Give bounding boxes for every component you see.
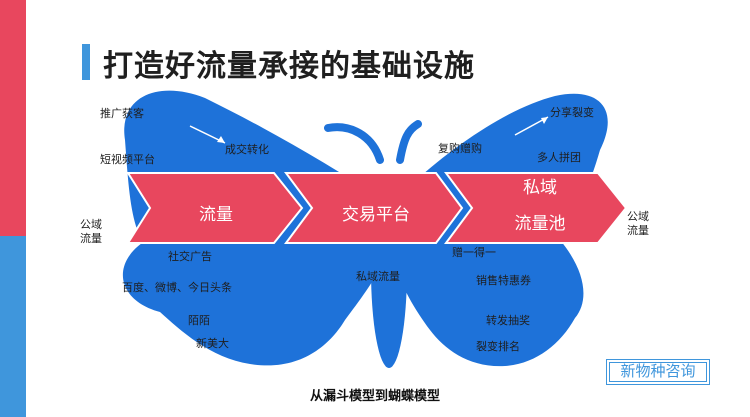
- brand-logo-inner-border: [609, 362, 707, 382]
- stage-label-trading-platform: 交易平台: [342, 205, 410, 225]
- brand-name: 新物种咨询: [620, 362, 696, 380]
- left-item-conversion: 成交转化: [225, 143, 269, 156]
- left-item-baidu-weibo: 百度、微博、今日头条: [122, 281, 232, 294]
- left-item-promotion: 推广获客: [100, 107, 144, 120]
- center-private-traffic-label: 私域流量: [356, 270, 400, 283]
- wing-lower-left: [122, 232, 384, 366]
- flow-arrowhead-left: [217, 136, 225, 143]
- stage-arrow-1: [126, 172, 304, 244]
- antenna-left: [324, 123, 384, 164]
- right-item-coupon: 销售特惠券: [476, 274, 531, 287]
- left-accent-stripe-red: [0, 0, 26, 236]
- right-public-traffic-label: 公域流量: [627, 210, 649, 237]
- stage-label-traffic: 流量: [199, 205, 233, 225]
- right-item-share-lottery: 转发抽奖: [486, 314, 530, 327]
- stage-arrow-3: [444, 172, 628, 244]
- antenna-right: [396, 120, 422, 164]
- left-item-social-ads: 社交广告: [168, 250, 212, 263]
- stage-label-private-pool-line2: 流量池: [514, 214, 566, 234]
- wing-lower-right: [395, 232, 584, 367]
- right-item-share-fission: 分享裂变: [550, 106, 594, 119]
- page-title: 打造好流量承接的基础设施: [103, 49, 475, 84]
- left-public-traffic-label: 公域流量: [80, 218, 102, 245]
- stage-arrow-2: [284, 172, 464, 244]
- right-item-fission-ranking: 裂变排名: [476, 340, 520, 353]
- left-accent-stripe-blue: [0, 236, 26, 417]
- stage-label-private-pool-line1: 私域: [523, 178, 557, 198]
- left-item-momo: 陌陌: [188, 314, 210, 327]
- right-item-repurchase: 复购赠购: [438, 142, 482, 155]
- flow-arrowhead-right: [541, 117, 548, 124]
- title-accent-bar: [82, 44, 90, 80]
- diagram-caption: 从漏斗模型到蝴蝶模型: [309, 389, 440, 404]
- brand-logo-box: 新物种咨询: [606, 359, 710, 385]
- right-item-buy-one-get-one: 赠一得一: [452, 246, 496, 259]
- left-item-short-video: 短视频平台: [100, 153, 155, 166]
- left-item-meituan: 新美大: [196, 337, 229, 350]
- right-item-group-buy: 多人拼团: [537, 151, 581, 164]
